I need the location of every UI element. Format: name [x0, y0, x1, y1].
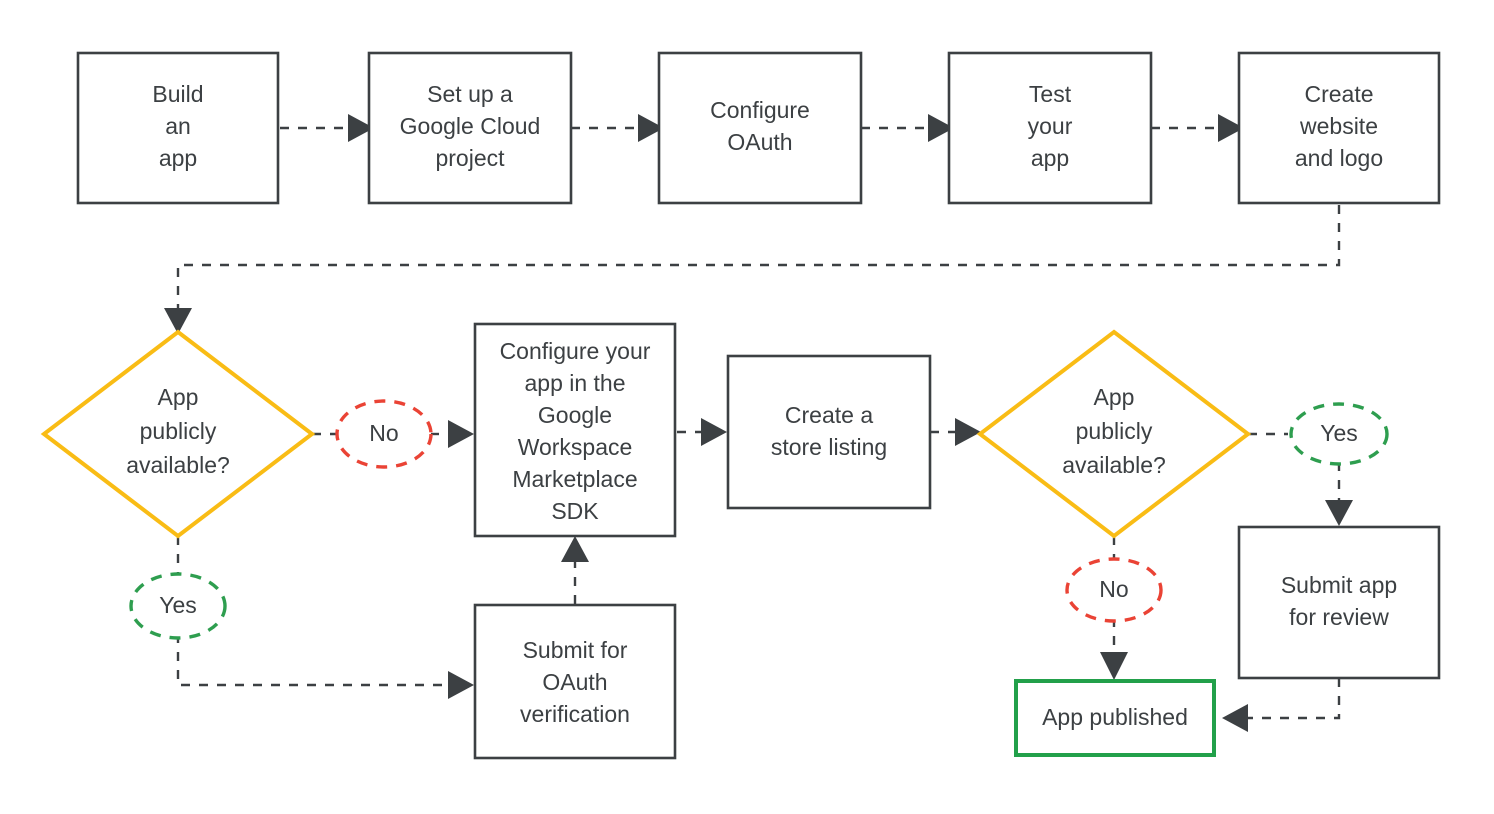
node-test-your-app-line-3: app	[1031, 145, 1069, 171]
node-test-your-app-line-2: your	[1028, 113, 1073, 139]
node-submit-for-oauth-verification-line-1: Submit for	[523, 637, 628, 663]
edge-test-your-app-to-create-website-and-logo	[1151, 114, 1244, 142]
edge-app-publicly-available-1-to-configure-app-in-marketplace-sdk	[312, 420, 474, 448]
node-set-up-google-cloud-project-line-2: Google Cloud	[400, 113, 541, 139]
node-build-an-app-line-2: an	[165, 113, 191, 139]
node-app-published-line-1: App published	[1042, 704, 1188, 730]
node-app-publicly-available-2-line-1: App	[1094, 384, 1135, 410]
node-create-a-store-listing[interactable]: Create a store listing	[726, 354, 932, 510]
node-app-publicly-available-1-line-1: App	[158, 384, 199, 410]
node-build-an-app-line-1: Build	[152, 81, 203, 107]
node-configure-app-in-marketplace-sdk-line-4: Workspace	[518, 434, 633, 460]
node-configure-app-in-marketplace-sdk-line-3: Google	[538, 402, 612, 428]
node-app-publicly-available-1-line-2: publicly	[140, 418, 217, 444]
node-create-a-store-listing-line-2: store listing	[771, 434, 887, 460]
node-submit-app-for-review-line-2: for review	[1289, 604, 1389, 630]
node-configure-app-in-marketplace-sdk-line-2: app in the	[524, 370, 625, 396]
edge-create-a-store-listing-to-app-publicly-available-2	[930, 418, 981, 446]
node-test-your-app-line-1: Test	[1029, 81, 1072, 107]
edge-submit-for-oauth-verification-to-configure-app-in-marketplace-sdk	[561, 536, 589, 604]
node-configure-oauth-line-1: Configure	[710, 97, 810, 123]
node-app-publicly-available-1-line-3: available?	[126, 452, 230, 478]
node-set-up-google-cloud-project[interactable]: Set up a Google Cloud project	[367, 51, 573, 205]
edge-build-an-app-to-set-up-google-cloud-project	[280, 114, 374, 142]
node-create-website-and-logo[interactable]: Create website and logo	[1237, 51, 1441, 205]
node-test-your-app[interactable]: Test your app	[947, 51, 1153, 205]
edge-configure-oauth-to-test-your-app	[861, 114, 954, 142]
node-build-an-app[interactable]: Build an app	[76, 51, 280, 205]
node-submit-for-oauth-verification-line-3: verification	[520, 701, 630, 727]
node-submit-app-for-review[interactable]: Submit app for review	[1237, 525, 1441, 680]
edge-app-publicly-available-2-to-submit-app-for-review	[1248, 432, 1353, 526]
node-app-publicly-available-2-line-3: available?	[1062, 452, 1166, 478]
node-create-website-and-logo-line-2: website	[1299, 113, 1378, 139]
edge-create-website-and-logo-to-app-publicly-available-1	[164, 205, 1341, 334]
branch-label-yes-1-text: Yes	[159, 592, 197, 618]
node-app-published[interactable]: App published	[1014, 679, 1216, 757]
node-create-website-and-logo-line-1: Create	[1304, 81, 1373, 107]
node-submit-for-oauth-verification-line-2: OAuth	[542, 669, 607, 695]
branch-label-no-1-text: No	[369, 420, 398, 446]
node-app-publicly-available-2-line-2: publicly	[1076, 418, 1153, 444]
node-configure-app-in-marketplace-sdk-line-1: Configure your	[500, 338, 651, 364]
node-set-up-google-cloud-project-line-1: Set up a	[427, 81, 513, 107]
node-create-website-and-logo-line-3: and logo	[1295, 145, 1383, 171]
edge-configure-app-in-marketplace-sdk-to-create-a-store-listing	[677, 418, 727, 446]
node-submit-for-oauth-verification[interactable]: Submit for OAuth verification	[473, 603, 677, 760]
node-configure-oauth-line-2: OAuth	[727, 129, 792, 155]
branch-label-no-2-text: No	[1099, 576, 1128, 602]
branch-label-no-2: No	[1065, 557, 1163, 623]
branch-label-yes-2-text: Yes	[1320, 420, 1358, 446]
edge-submit-app-for-review-to-app-published	[1222, 678, 1341, 732]
edge-set-up-google-cloud-project-to-configure-oauth	[571, 114, 664, 142]
node-set-up-google-cloud-project-line-3: project	[435, 145, 505, 171]
node-configure-app-in-marketplace-sdk-line-6: SDK	[551, 498, 599, 524]
node-app-publicly-available-2[interactable]: App publicly available?	[976, 329, 1252, 539]
node-configure-oauth[interactable]: Configure OAuth	[657, 51, 863, 205]
edge-app-publicly-available-1-to-submit-for-oauth-verification	[176, 536, 474, 699]
node-create-a-store-listing-line-1: Create a	[785, 402, 873, 428]
node-configure-app-in-marketplace-sdk[interactable]: Configure your app in the Google Workspa…	[473, 322, 677, 538]
node-configure-app-in-marketplace-sdk-line-5: Marketplace	[512, 466, 637, 492]
branch-label-no-1: No	[335, 399, 433, 469]
branch-label-yes-2: Yes	[1289, 402, 1389, 466]
node-app-publicly-available-1[interactable]: App publicly available?	[40, 329, 316, 539]
node-build-an-app-line-3: app	[159, 145, 197, 171]
node-submit-app-for-review-line-1: Submit app	[1281, 572, 1397, 598]
branch-label-yes-1: Yes	[129, 572, 227, 640]
